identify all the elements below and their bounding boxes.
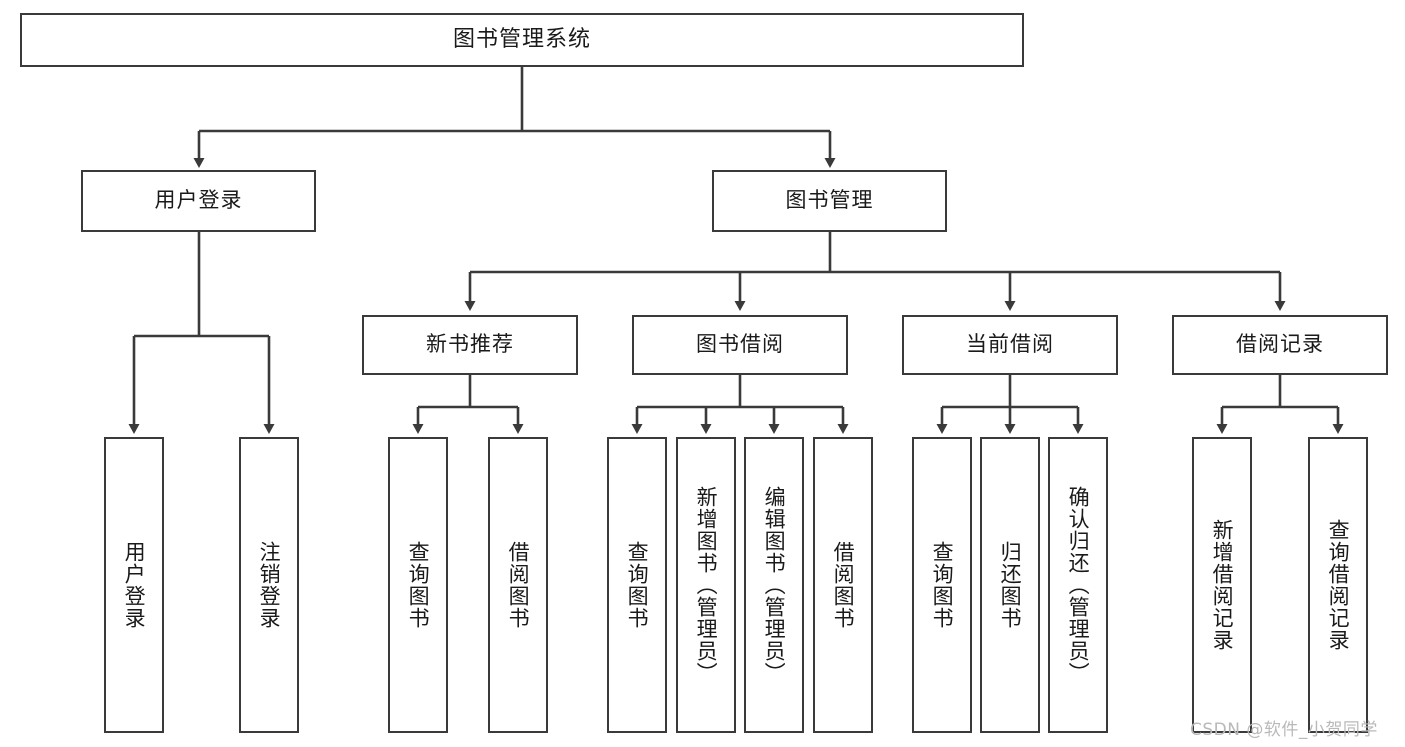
node-label: 查询图书	[406, 541, 431, 629]
node-label: 借阅图书	[506, 541, 531, 629]
leaf-logout[interactable]: 注销登录	[239, 437, 299, 733]
node-book-manage[interactable]: 图书管理	[712, 170, 947, 232]
node-label: 用户登录	[122, 541, 147, 629]
leaf-query-book-1[interactable]: 查询图书	[388, 437, 448, 733]
leaf-return-book[interactable]: 归还图书	[980, 437, 1040, 733]
node-label: 新增图书（管理员）	[694, 486, 719, 684]
leaf-edit-book[interactable]: 编辑图书（管理员）	[744, 437, 804, 733]
node-label: 查询借阅记录	[1326, 519, 1351, 651]
node-label: 图书管理	[785, 188, 874, 213]
leaf-query-book-3[interactable]: 查询图书	[912, 437, 972, 733]
leaf-add-book[interactable]: 新增图书（管理员）	[676, 437, 736, 733]
node-label: 新增借阅记录	[1210, 519, 1235, 651]
node-label: 编辑图书（管理员）	[762, 486, 787, 684]
leaf-add-record[interactable]: 新增借阅记录	[1192, 437, 1252, 733]
leaf-confirm-return[interactable]: 确认归还（管理员）	[1048, 437, 1108, 733]
node-label: 当前借阅	[966, 332, 1054, 357]
leaf-query-record[interactable]: 查询借阅记录	[1308, 437, 1368, 733]
node-label: 图书借阅	[696, 332, 784, 357]
leaf-borrow-book-2[interactable]: 借阅图书	[813, 437, 873, 733]
node-label: 借阅图书	[831, 541, 856, 629]
node-label: 借阅记录	[1236, 332, 1324, 357]
leaf-user-login[interactable]: 用户登录	[104, 437, 164, 733]
node-label: 图书管理系统	[452, 26, 591, 52]
node-label: 注销登录	[257, 541, 282, 629]
leaf-query-book-2[interactable]: 查询图书	[607, 437, 667, 733]
node-label: 新书推荐	[426, 332, 514, 357]
node-label: 确认归还（管理员）	[1066, 486, 1091, 684]
node-borrow-record[interactable]: 借阅记录	[1172, 315, 1388, 375]
leaf-borrow-book-1[interactable]: 借阅图书	[488, 437, 548, 733]
node-label: 查询图书	[930, 541, 955, 629]
node-current-borrow[interactable]: 当前借阅	[902, 315, 1118, 375]
node-label: 用户登录	[154, 188, 243, 213]
node-book-borrow[interactable]: 图书借阅	[632, 315, 848, 375]
node-user-login[interactable]: 用户登录	[81, 170, 316, 232]
watermark: CSDN @软件_小贺同学	[1190, 720, 1378, 740]
node-label: 查询图书	[625, 541, 650, 629]
node-new-book-rec[interactable]: 新书推荐	[362, 315, 578, 375]
node-root-book-management-system[interactable]: 图书管理系统	[20, 13, 1024, 67]
node-label: 归还图书	[998, 541, 1023, 629]
